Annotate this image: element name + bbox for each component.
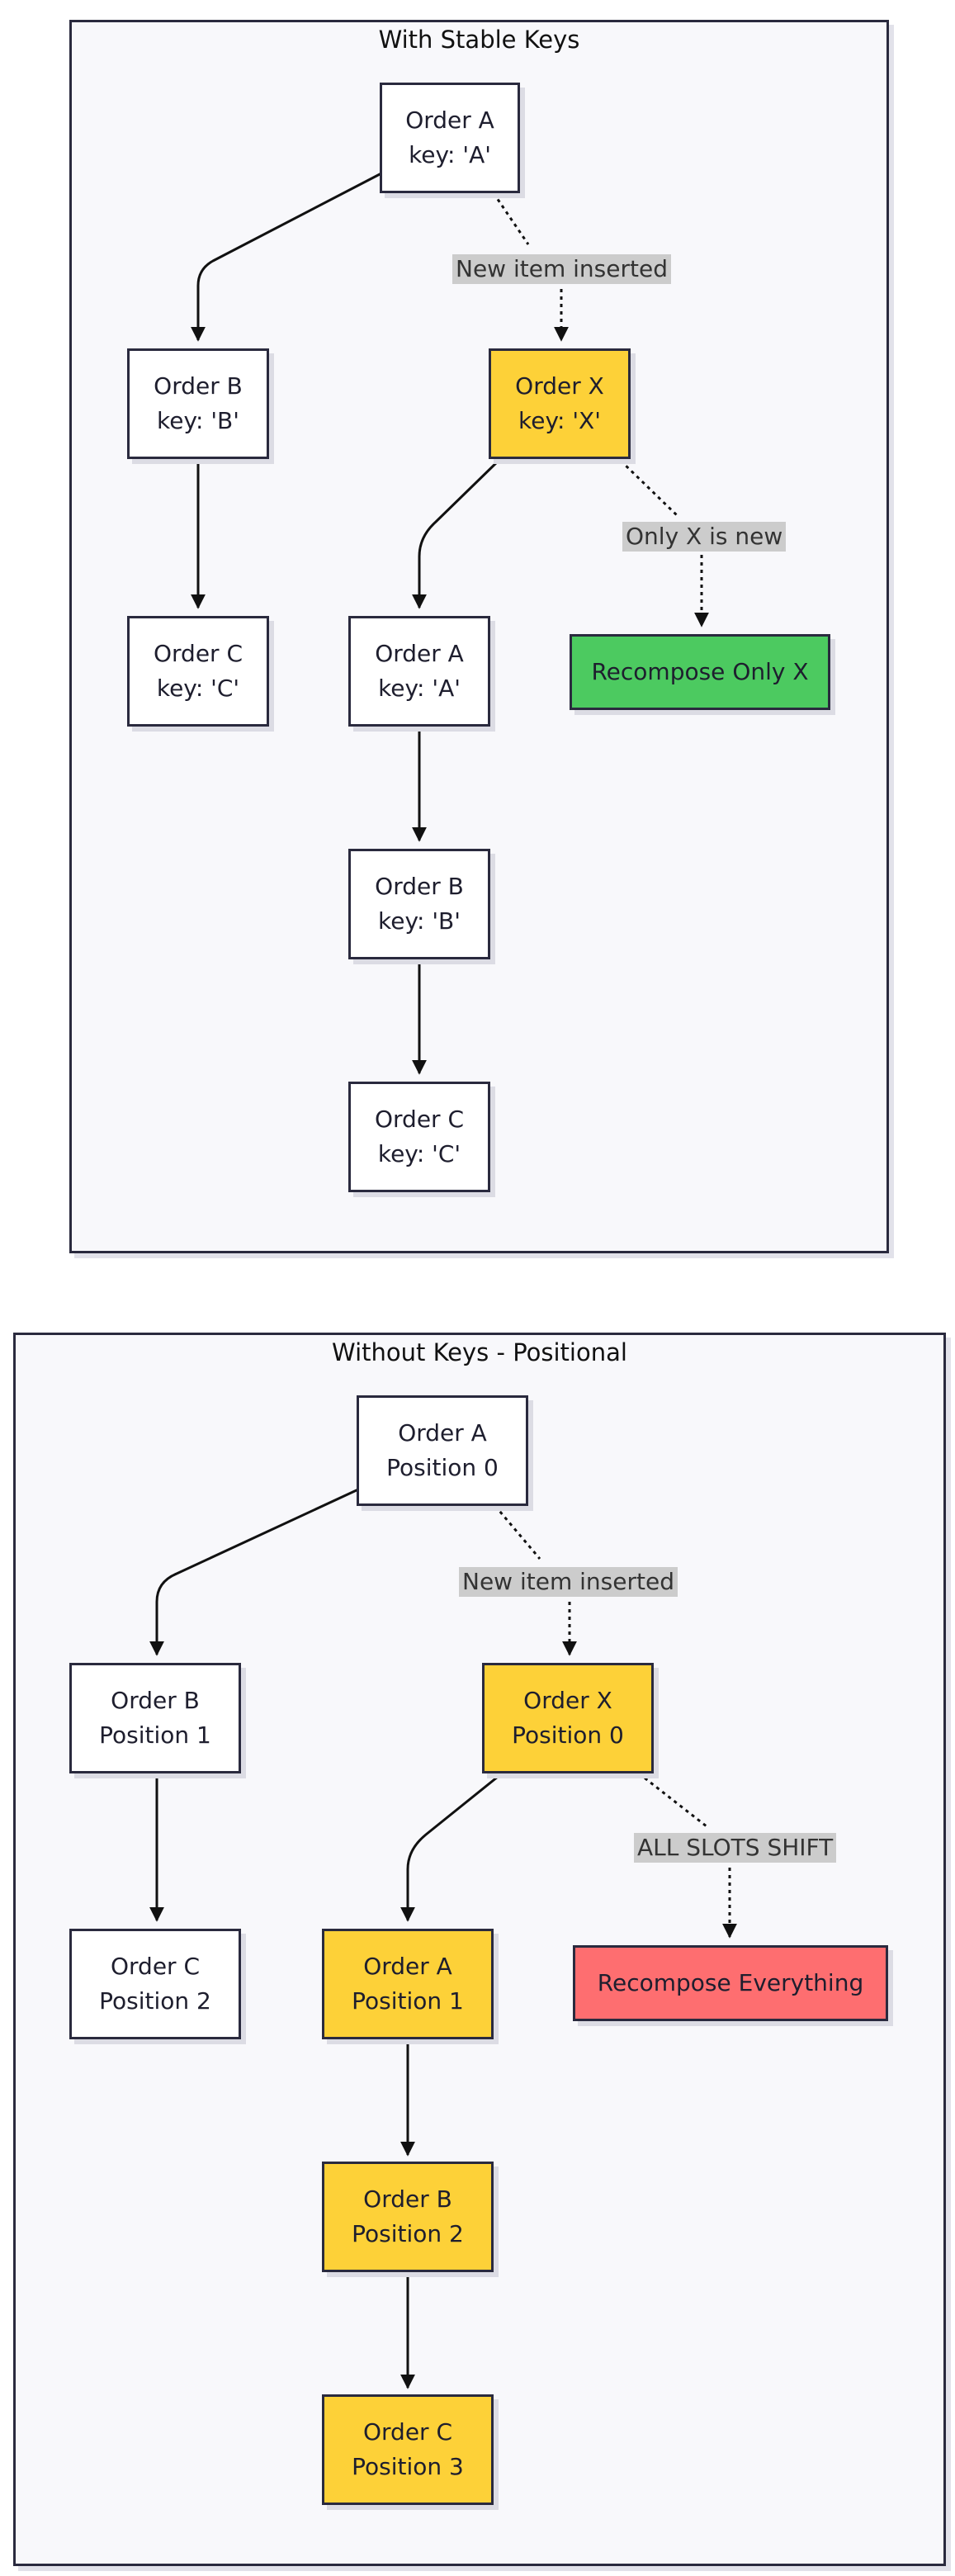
node-line2: Position 0: [512, 1721, 624, 1749]
edge-label-new-item-inserted: New item inserted: [459, 1567, 678, 1597]
node-line1: Order B: [375, 873, 464, 900]
node-line2: Position 3: [352, 2453, 464, 2480]
node-line2: Position 2: [99, 1987, 211, 2015]
node-line2: key: 'A': [409, 141, 491, 168]
node-line2: Position 2: [352, 2220, 464, 2247]
node-line1: Order C: [153, 640, 243, 667]
node-order-a-top: Order A key: 'A': [380, 83, 520, 193]
node-order-x: Order X key: 'X': [489, 348, 631, 459]
edge-a-to-b: [191, 172, 382, 342]
node-order-x: Order X Position 0: [482, 1663, 654, 1773]
node-line1: Order X: [523, 1687, 612, 1714]
node-order-b-mid: Order B key: 'B': [348, 849, 490, 959]
edge-label-new-item-inserted: New item inserted: [452, 254, 671, 284]
node-line1: Order X: [515, 372, 604, 400]
node-line1: Recompose Only X: [591, 658, 809, 685]
edge-label-all-slots-shift: ALL SLOTS SHIFT: [634, 1833, 837, 1863]
node-line2: key: 'A': [378, 675, 461, 702]
edge-a-to-b-pos: [149, 1488, 359, 1656]
edge-x-to-a: [412, 457, 502, 609]
edge-x-to-result-dotted: [619, 459, 678, 517]
edge-a-to-x-pos-dotted: [494, 1505, 541, 1560]
node-order-b-left: Order B Position 1: [69, 1663, 241, 1773]
node-line1: Order B: [111, 1687, 200, 1714]
cluster-title: With Stable Keys: [378, 26, 580, 54]
cluster-title: Without Keys - Positional: [332, 1338, 627, 1366]
node-order-c-mid: Order C key: 'C': [348, 1082, 490, 1192]
edge-x-to-result-pos-dotted: [638, 1772, 707, 1828]
node-recompose-everything: Recompose Everything: [573, 1945, 888, 2021]
node-order-a-top: Order A Position 0: [357, 1395, 528, 1506]
node-line2: Position 0: [386, 1454, 499, 1481]
node-line2: key: 'C': [377, 1140, 461, 1167]
node-line1: Order A: [398, 1419, 487, 1447]
node-order-b-mid: Order B Position 2: [322, 2162, 494, 2272]
edge-a-to-x-dotted: [492, 192, 530, 245]
node-line2: Position 1: [352, 1987, 464, 2015]
node-order-a-mid: Order A Position 1: [322, 1929, 494, 2039]
node-order-c-mid: Order C Position 3: [322, 2394, 494, 2505]
node-line1: Recompose Everything: [597, 1969, 864, 1996]
edge-x-to-a-pos: [400, 1772, 503, 1922]
node-line1: Order A: [375, 640, 464, 667]
node-line2: key: 'C': [156, 675, 240, 702]
node-line1: Order A: [405, 107, 494, 134]
node-line2: key: 'X': [518, 407, 601, 434]
node-order-b-left: Order B key: 'B': [127, 348, 269, 459]
node-line2: key: 'B': [378, 907, 461, 935]
edge-label-only-x-is-new: Only X is new: [622, 522, 787, 552]
node-order-c-left: Order C key: 'C': [127, 616, 269, 727]
node-line1: Order A: [363, 1953, 452, 1980]
node-order-c-left: Order C Position 2: [69, 1929, 241, 2039]
node-line1: Order B: [363, 2185, 452, 2213]
node-line1: Order C: [374, 1106, 465, 1133]
node-line1: Order B: [154, 372, 243, 400]
node-order-a-mid: Order A key: 'A': [348, 616, 490, 727]
node-line1: Order C: [110, 1953, 201, 1980]
node-line2: Position 1: [99, 1721, 211, 1749]
node-line1: Order C: [362, 2418, 453, 2446]
node-recompose-only-x: Recompose Only X: [570, 634, 830, 710]
node-line2: key: 'B': [157, 407, 239, 434]
